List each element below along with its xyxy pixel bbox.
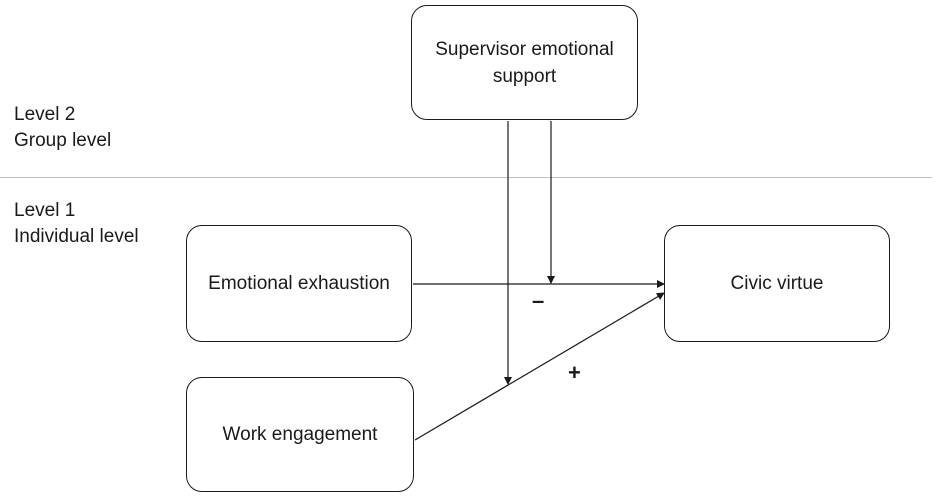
node-supervisor-emotional-support: Supervisor emotional support	[411, 5, 638, 120]
level-1-title: Level 1	[14, 200, 76, 221]
level-2-label: Level 2 Group level	[14, 102, 111, 154]
node-supervisor-label: Supervisor emotional support	[435, 38, 614, 87]
node-emotional-exhaustion: Emotional exhaustion	[186, 225, 412, 342]
node-work-engagement: Work engagement	[186, 377, 414, 492]
arrow-engagement-to-civic	[414, 292, 665, 441]
node-engagement-label: Work engagement	[222, 424, 378, 445]
node-civic-virtue: Civic virtue	[664, 225, 890, 342]
level-1-label: Level 1 Individual level	[14, 198, 139, 250]
node-civic-label: Civic virtue	[730, 273, 824, 294]
positive-sign-label: +	[568, 360, 581, 385]
level-2-subtitle: Group level	[14, 130, 112, 151]
level-divider	[0, 177, 932, 178]
level-2-title: Level 2	[14, 104, 76, 125]
level-1-subtitle: Individual level	[14, 226, 139, 247]
negative-sign-label: –	[532, 288, 545, 313]
node-exhaustion-label: Emotional exhaustion	[208, 273, 390, 294]
